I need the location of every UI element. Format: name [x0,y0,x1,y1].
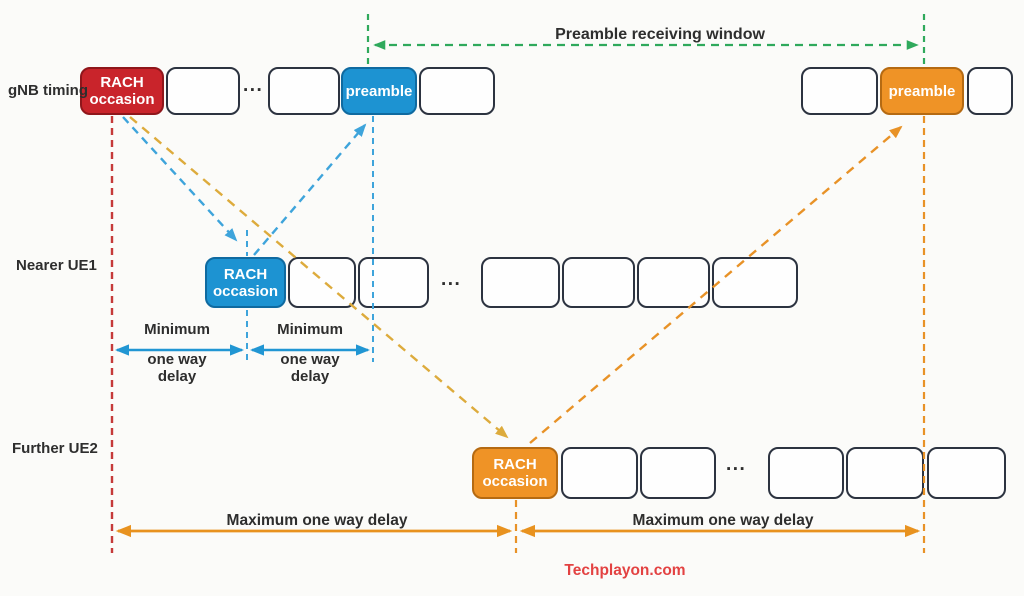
slot-box [561,447,638,499]
slot-box [846,447,924,499]
ellipsis-ue1: ... [441,269,462,290]
box-label: occasion [212,282,279,300]
preamble-receiving-window-label: Preamble receiving window [555,26,765,43]
box-label: preamble [888,82,956,100]
min-delay-2-label-line3: delay [290,368,330,385]
slot-box [166,67,240,115]
slot-box [927,447,1006,499]
preamble-box: preamble [880,67,964,115]
watermark-text: Techplayon.com [564,562,686,579]
box-label: RACH [493,456,537,473]
max-delay-left-label: Maximum one way delay [226,512,408,529]
slot-box [268,67,340,115]
box-label: occasion [89,91,155,108]
min-delay-2-label-line2: one way [280,351,340,368]
slot-box [562,257,635,308]
slot-box [358,257,429,308]
min-delay-1-label-line3: delay [157,368,197,385]
min-delay-1-label-line1: Minimum [144,321,210,338]
row-label-ue1: Nearer UE1 [16,257,97,274]
slot-box [637,257,710,308]
ul-path-ue1-to-preamble [253,123,367,256]
dl-path-gnb-to-ue1 [122,116,238,242]
row-label-gnb: gNB timing [8,82,88,99]
slot-box [288,257,356,308]
slot-box [640,447,716,499]
min-delay-1-label-line2: one way [147,351,207,368]
slot-box [419,67,495,115]
min-delay-2-label-line1: Minimum [277,321,343,338]
box-label: RACH [100,74,144,91]
max-delay-right-label: Maximum one way delay [632,512,814,529]
box-label: preamble [345,82,413,100]
row-label-ue2: Further UE2 [12,440,98,457]
box-label: RACH [223,265,268,283]
slot-box [801,67,878,115]
slot-box [481,257,560,308]
box-label: occasion [482,473,548,490]
preamble-box: preamble [341,67,417,115]
slot-box [967,67,1013,115]
slot-box [712,257,798,308]
ellipsis-gnb: ... [243,75,264,96]
slot-box [768,447,844,499]
ellipsis-ue2: ... [726,454,747,475]
